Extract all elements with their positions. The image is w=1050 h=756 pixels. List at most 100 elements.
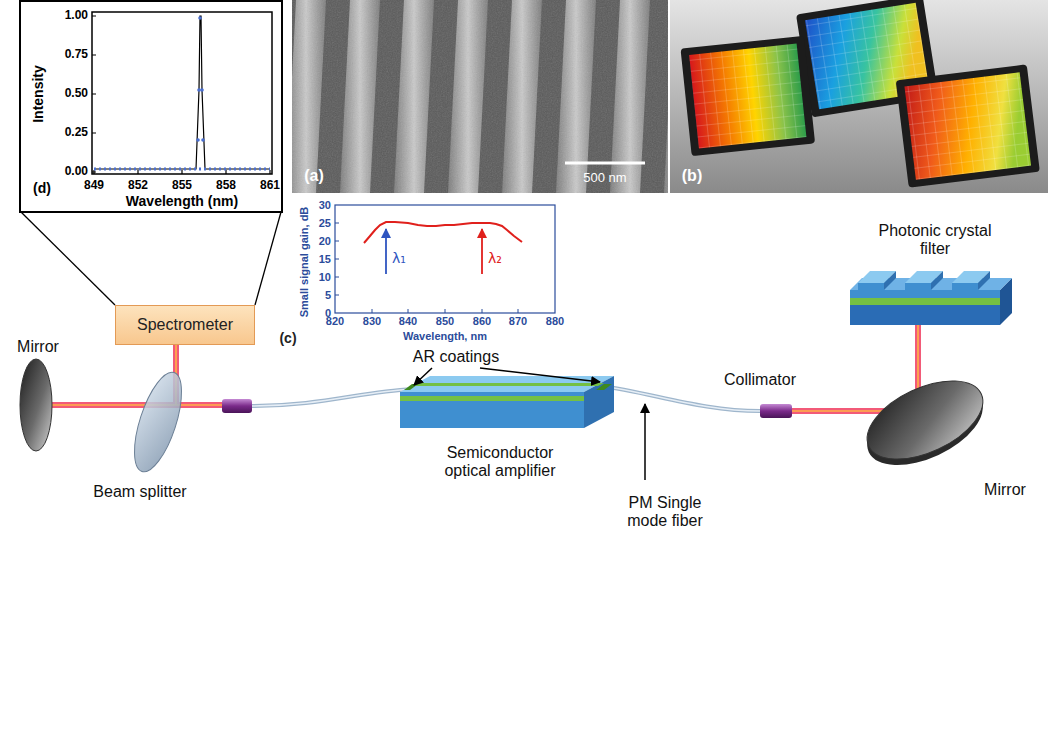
instrument-box: Spectrometer: [115, 305, 255, 345]
tick-label: 0.00: [65, 165, 88, 179]
pointer-arrow: [414, 368, 432, 385]
tick-label: 0.25: [65, 126, 88, 140]
plate-grid: [689, 44, 806, 149]
tick-label: 1.00: [65, 9, 88, 23]
tick-label: 20: [319, 235, 331, 248]
filter-layer: [850, 298, 1000, 305]
plate-frame: [896, 64, 1040, 187]
tick-label: 858: [216, 179, 236, 193]
filter-plate: [896, 64, 1040, 187]
axis-ticks: [92, 16, 270, 174]
axis-ticks: [335, 223, 518, 313]
spectrum-marker: [201, 138, 205, 142]
sem-background: [292, 0, 668, 193]
optical-fiber: [600, 386, 760, 411]
grating-bar: [952, 283, 978, 290]
sem-image: [292, 0, 668, 193]
collimator: [222, 399, 252, 413]
component-label: Collimator: [724, 371, 796, 389]
tick-label: 820: [326, 315, 344, 328]
wavelength-arrow: [481, 229, 483, 274]
filter-layer: [850, 290, 1000, 298]
grating-bar: [931, 271, 943, 290]
spectrum-marker: [200, 88, 204, 92]
axis-title: Wavelength (nm): [126, 193, 238, 209]
panel-letter: (d): [33, 180, 51, 196]
axis-title: Small signal gain, dB: [298, 207, 311, 318]
photo-background: [670, 0, 1048, 193]
tick-label: 840: [399, 315, 417, 328]
panel-letter: (a): [304, 167, 324, 185]
wavelength-arrow: [385, 229, 387, 274]
spectrum-line: [94, 16, 270, 169]
component-label: Beam splitter: [93, 483, 186, 501]
tick-label: 861: [260, 179, 280, 193]
plot-axes: [92, 12, 272, 174]
instrument-label: Spectrometer: [137, 316, 233, 334]
spectrum-markers: [94, 168, 270, 171]
component-label: AR coatings: [413, 348, 499, 366]
tick-label: 5: [325, 289, 331, 302]
tick-label: 852: [128, 179, 148, 193]
spectrum-marker: [198, 16, 202, 20]
inset-frame: [20, 1, 282, 212]
gain-curve: [364, 222, 522, 243]
optical-fiber: [252, 389, 412, 406]
ar-coating: [596, 384, 612, 390]
grating-bar: [884, 271, 896, 290]
tick-label: 25: [319, 217, 331, 230]
mirror: [20, 359, 52, 451]
scale-bar-label: 500 nm: [583, 171, 626, 186]
ar-coating: [404, 384, 418, 390]
tick-label: 10: [319, 271, 331, 284]
tick-label: 855: [172, 179, 192, 193]
plate-rainbow: [689, 44, 806, 149]
component-label: Mirror: [17, 338, 59, 356]
plate-rainbow: [904, 72, 1031, 179]
soa-top: [400, 376, 614, 392]
component-label: Semiconductor optical amplifier: [425, 444, 575, 481]
plate-grid: [904, 72, 1031, 179]
soa-waveguide: [410, 383, 604, 386]
soa-front: [400, 392, 584, 428]
zoom-line: [21, 212, 115, 305]
axis-title: Wavelength, nm: [403, 330, 487, 343]
filter-photo: [670, 0, 1048, 193]
tick-label: 849: [84, 179, 104, 193]
tick-label: 870: [509, 315, 527, 328]
tick-label: 860: [473, 315, 491, 328]
mirror: [855, 365, 994, 475]
component-label: Photonic crystal filter: [870, 222, 1000, 259]
spectrum-marker: [196, 138, 200, 142]
component-label: PM Single mode fiber: [618, 494, 713, 531]
panel-letter: (b): [682, 167, 702, 185]
scale-bar: [565, 162, 645, 165]
pointer-arrow: [644, 404, 646, 480]
zoom-line: [255, 212, 281, 305]
grating-bar: [858, 283, 884, 290]
wavelength-marker: λ₂: [488, 250, 502, 266]
filter-plate: [680, 36, 815, 156]
beam-splitter: [125, 367, 191, 477]
collimator: [760, 404, 792, 418]
tick-label: 0.75: [65, 48, 88, 62]
tick-label: 30: [319, 199, 331, 212]
component-label: Mirror: [984, 481, 1026, 499]
grating-bar: [978, 271, 990, 290]
plate-frame: [680, 36, 815, 156]
optical-fiber: [252, 389, 412, 406]
grating-bar: [905, 283, 931, 290]
panel-letter: (c): [279, 330, 296, 346]
wavelength-marker: λ₁: [392, 250, 406, 266]
tick-label: 15: [319, 253, 331, 266]
tick-label: 0.50: [65, 87, 88, 101]
pointer-arrow: [480, 368, 600, 382]
axis-title: Intensity: [30, 65, 46, 123]
tick-label: 830: [363, 315, 381, 328]
optical-fiber: [600, 386, 760, 411]
soa-active-layer: [400, 396, 584, 401]
tick-label: 850: [436, 315, 454, 328]
